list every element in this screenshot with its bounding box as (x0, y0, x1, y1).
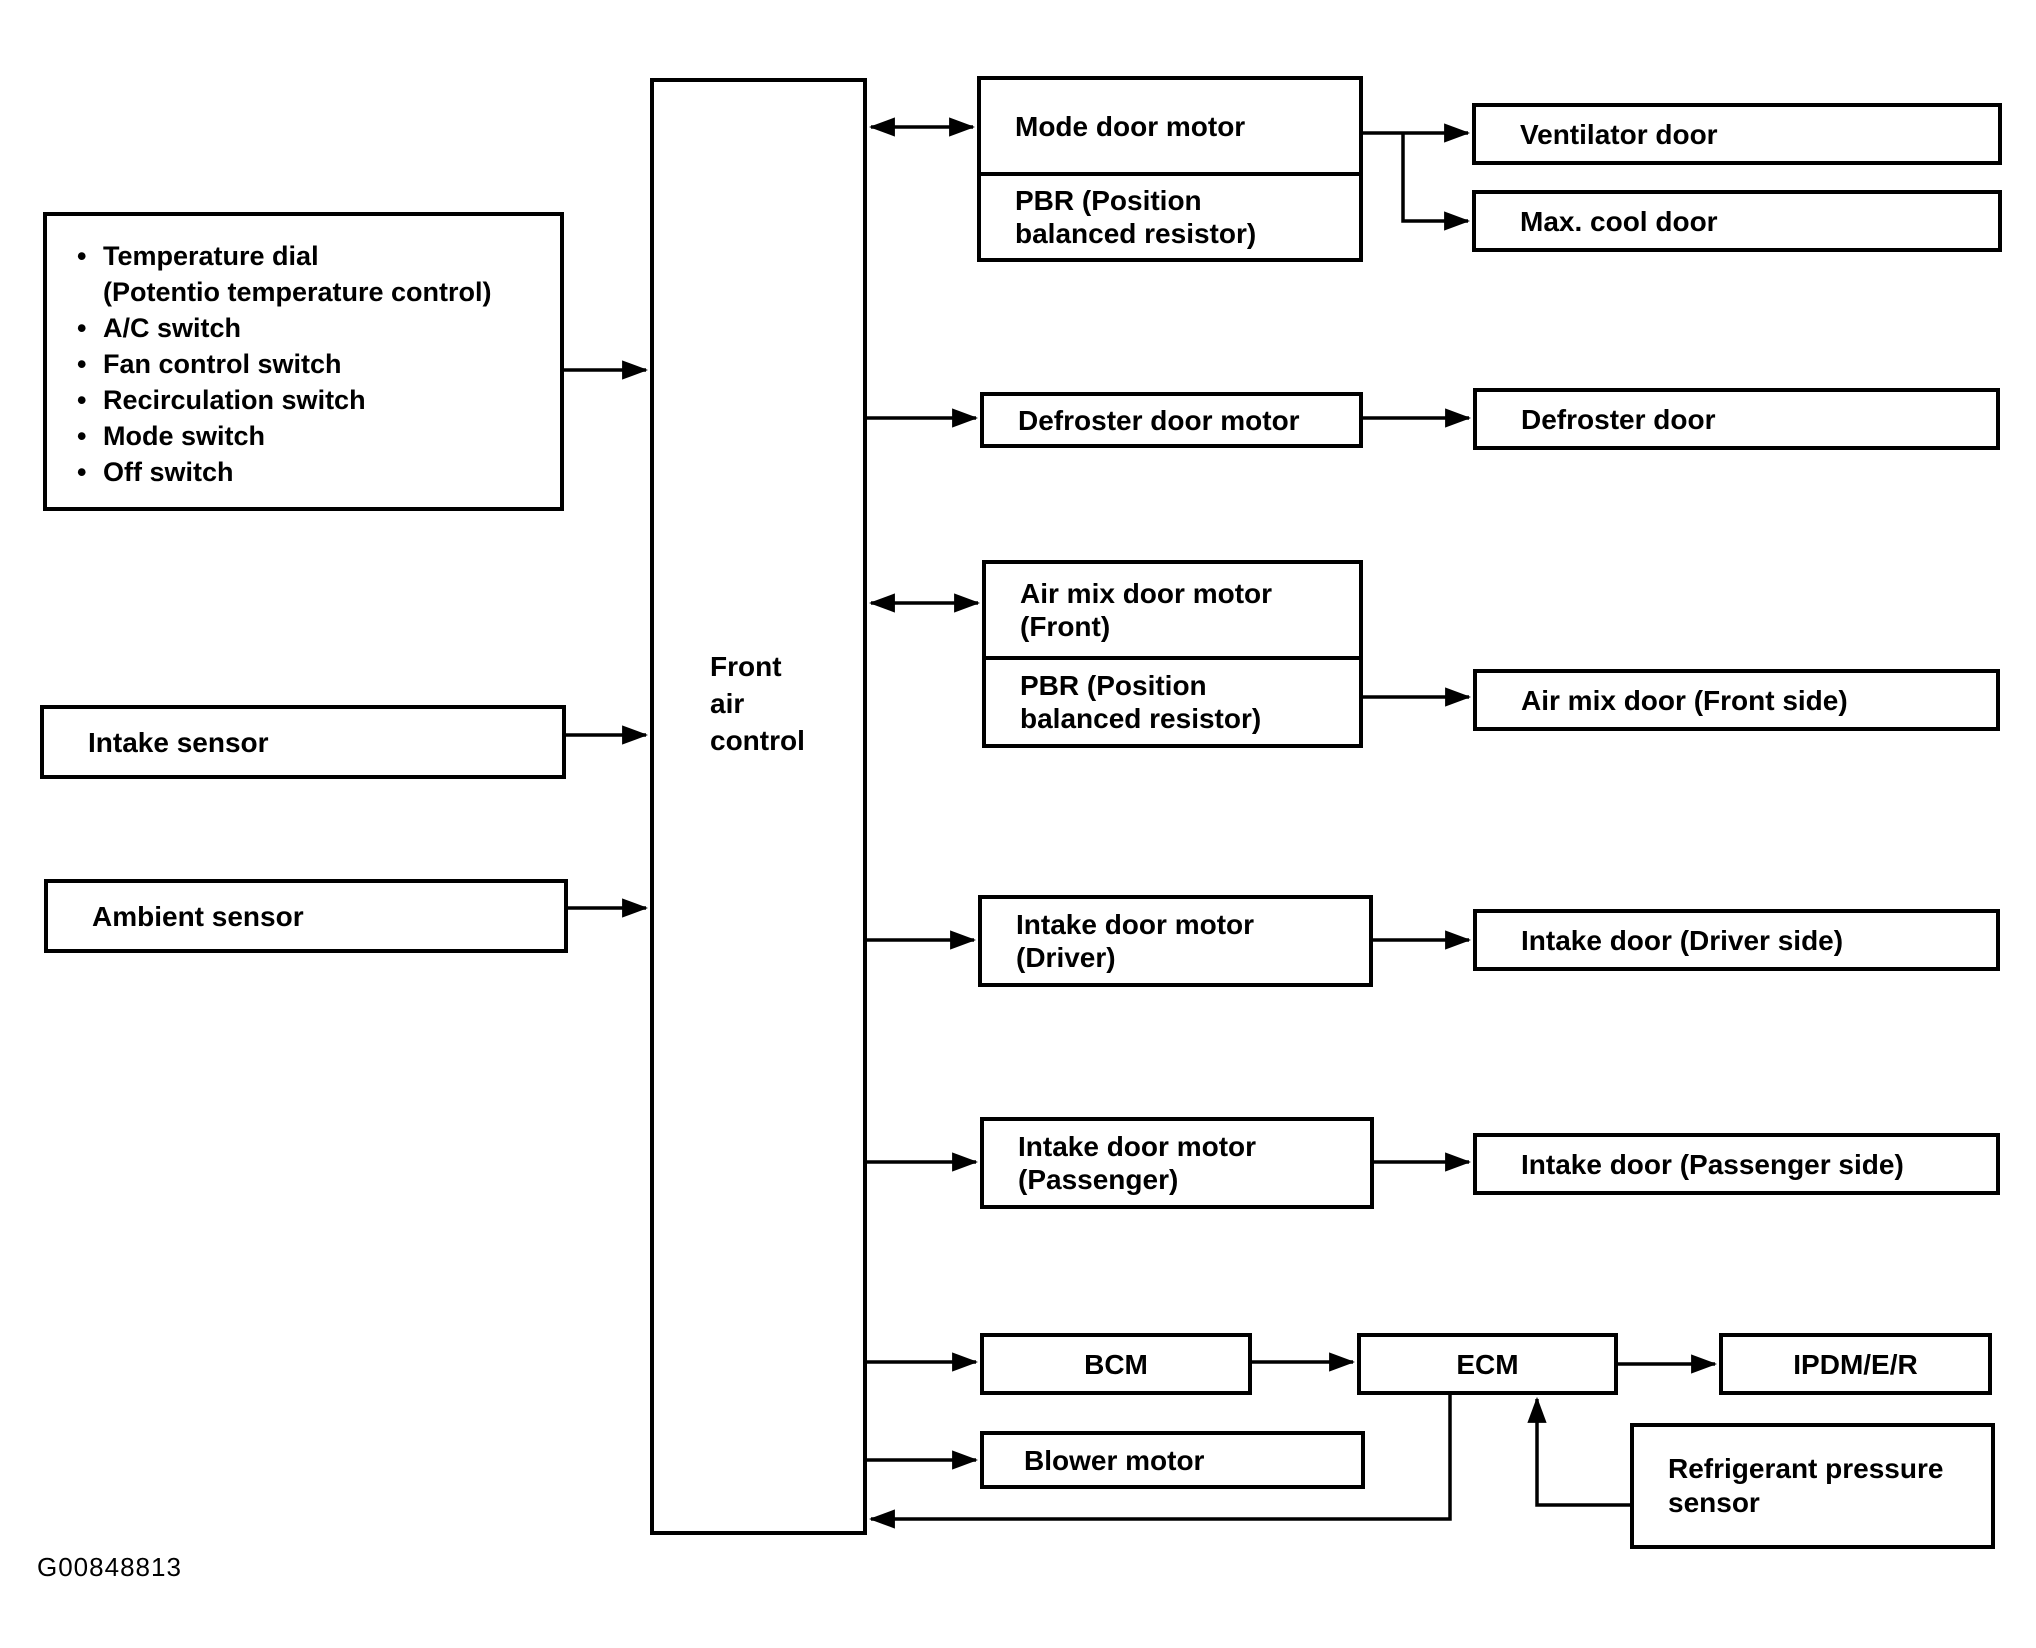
node-label: PBR (Position balanced resistor) (1020, 670, 1262, 734)
node-ecm: ECM (1357, 1333, 1618, 1395)
bullet-icon: • (77, 457, 87, 487)
node-air-mix-door: Air mix door (Front side) (1473, 669, 2000, 731)
node-label: Defroster door motor (1018, 404, 1300, 436)
bullet-icon: • (77, 349, 87, 379)
node-intake-door-motor-passenger: Intake door motor (Passenger) (980, 1117, 1374, 1209)
node-label: ECM (1456, 1348, 1519, 1380)
node-label: Intake door motor (Passenger) (1018, 1131, 1257, 1195)
list-item: •A/C switch (77, 310, 241, 346)
bullet-icon: • (77, 385, 87, 415)
node-label: Air mix door motor (Front) (1020, 578, 1273, 642)
node-label: Defroster door (1521, 403, 1716, 435)
list-item: •Temperature dial (77, 238, 319, 274)
node-ventilator-door: Ventilator door (1472, 103, 2002, 165)
node-intake-door-driver: Intake door (Driver side) (1473, 909, 2000, 971)
arrow-refrigerant-to-ecm (1527, 1396, 1630, 1507)
node-mode-door-motor: Mode door motor (981, 80, 1359, 172)
node-label: Ambient sensor (92, 900, 304, 932)
node-label: PBR (Position balanced resistor) (1015, 185, 1257, 249)
list-item: (Potentio temperature control) (77, 274, 492, 310)
node-label: Ventilator door (1520, 118, 1718, 150)
node-air-mix-pbr: PBR (Position balanced resistor) (986, 656, 1359, 744)
node-label: Air mix door (Front side) (1521, 684, 1848, 716)
node-label: Intake door (Passenger side) (1521, 1148, 1904, 1180)
list-item: •Fan control switch (77, 346, 342, 382)
list-item: •Mode switch (77, 418, 265, 454)
node-mode-pbr: PBR (Position balanced resistor) (981, 172, 1359, 258)
node-mode-door-motor-pbr: Mode door motor PBR (Position balanced r… (977, 76, 1363, 262)
node-label: Refrigerant pressure sensor (1668, 1453, 1944, 1518)
node-blower-motor: Blower motor (980, 1431, 1365, 1489)
node-defroster-door: Defroster door (1473, 388, 2000, 450)
list-item: •Recirculation switch (77, 382, 366, 418)
bullet-icon (77, 274, 103, 310)
node-ipdm-e-r: IPDM/E/R (1719, 1333, 1992, 1395)
node-defroster-door-motor: Defroster door motor (980, 392, 1363, 448)
node-label: BCM (1084, 1348, 1148, 1380)
node-label: Intake door motor (Driver) (1016, 909, 1255, 973)
node-label: Max. cool door (1520, 205, 1718, 237)
node-label: Intake door (Driver side) (1521, 924, 1844, 956)
node-intake-door-motor-driver: Intake door motor (Driver) (978, 895, 1373, 987)
node-air-mix-door-motor: Air mix door motor (Front) (986, 564, 1359, 656)
node-intake-sensor: Intake sensor (40, 705, 566, 779)
node-label: Blower motor (1024, 1444, 1205, 1476)
node-label: Mode door motor (1015, 110, 1246, 142)
list-item: •Off switch (77, 454, 234, 490)
bullet-icon: • (77, 241, 87, 271)
bullet-icon: • (77, 313, 87, 343)
bullet-icon: • (77, 421, 87, 451)
control-switches-panel: •Temperature dial (Potentio temperature … (43, 212, 564, 511)
node-label: Intake sensor (88, 726, 269, 758)
node-label: Front air control (710, 651, 805, 756)
figure-id-label: G00848813 (37, 1552, 182, 1582)
node-ambient-sensor: Ambient sensor (44, 879, 568, 953)
node-air-mix-door-motor-pbr: Air mix door motor (Front) PBR (Position… (982, 560, 1363, 748)
node-refrigerant-pressure-sensor: Refrigerant pressure sensor (1630, 1423, 1995, 1549)
arrow-mode-to-max-cool (1401, 133, 1471, 231)
node-intake-door-passenger: Intake door (Passenger side) (1473, 1133, 2000, 1195)
node-max-cool-door: Max. cool door (1472, 190, 2002, 252)
node-label: IPDM/E/R (1793, 1348, 1918, 1380)
node-front-air-control: Front air control (650, 78, 867, 1535)
node-bcm: BCM (980, 1333, 1252, 1395)
